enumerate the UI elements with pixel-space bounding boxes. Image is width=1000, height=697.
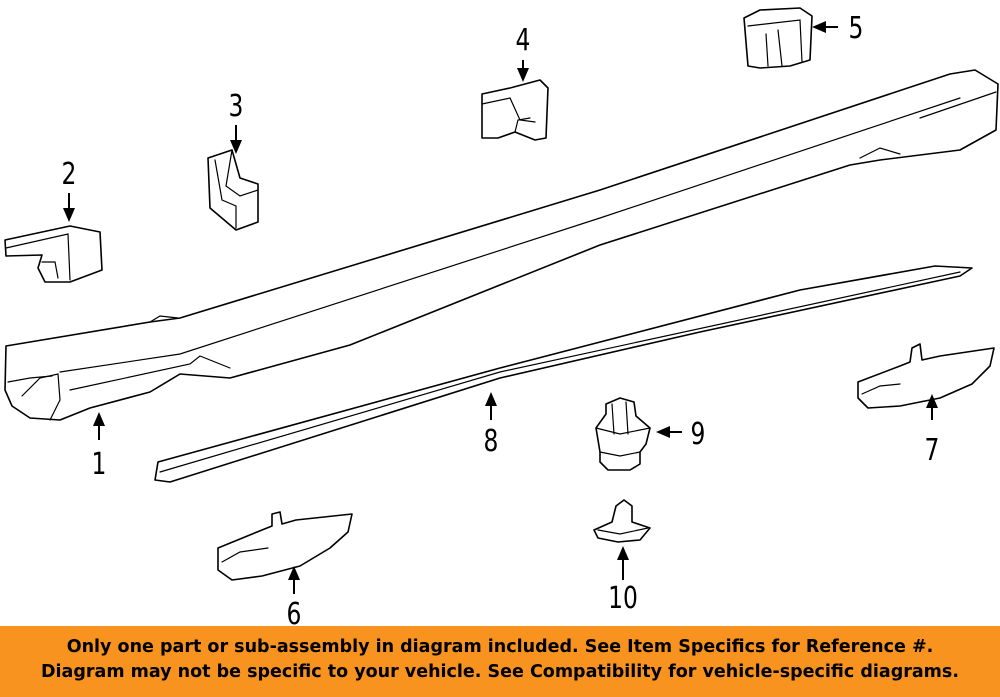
- part-4-bracket: [481, 79, 549, 141]
- part-5-bracket: [743, 7, 813, 69]
- part-1-rocker-panel: [4, 69, 999, 421]
- disclaimer-line-1: Only one part or sub-assembly in diagram…: [66, 637, 934, 657]
- part-6-end-cap: [217, 511, 353, 581]
- callout-6: 6: [287, 597, 302, 626]
- callout-4: 4: [516, 23, 531, 58]
- part-10-push-pin: [593, 499, 651, 543]
- disclaimer-banner: Only one part or sub-assembly in diagram…: [0, 626, 1000, 697]
- callout-9: 9: [691, 417, 706, 452]
- part-9-clip: [595, 397, 651, 471]
- part-3-clip: [207, 149, 259, 231]
- part-8-moulding: [154, 265, 973, 483]
- leader-lines: [63, 21, 938, 594]
- exploded-parts-diagram: 1 2 3 4 5 6 7 8 9 10: [4, 7, 999, 626]
- part-2-bracket: [4, 225, 103, 283]
- callout-2: 2: [62, 157, 77, 192]
- callout-8: 8: [484, 424, 499, 459]
- callout-3: 3: [229, 89, 244, 124]
- callout-10: 10: [608, 581, 638, 616]
- part-7-end-cap: [857, 343, 995, 409]
- callout-5: 5: [849, 11, 864, 46]
- disclaimer-line-2: Diagram may not be specific to your vehi…: [41, 662, 959, 682]
- callout-7: 7: [925, 433, 940, 468]
- callout-1: 1: [92, 447, 107, 482]
